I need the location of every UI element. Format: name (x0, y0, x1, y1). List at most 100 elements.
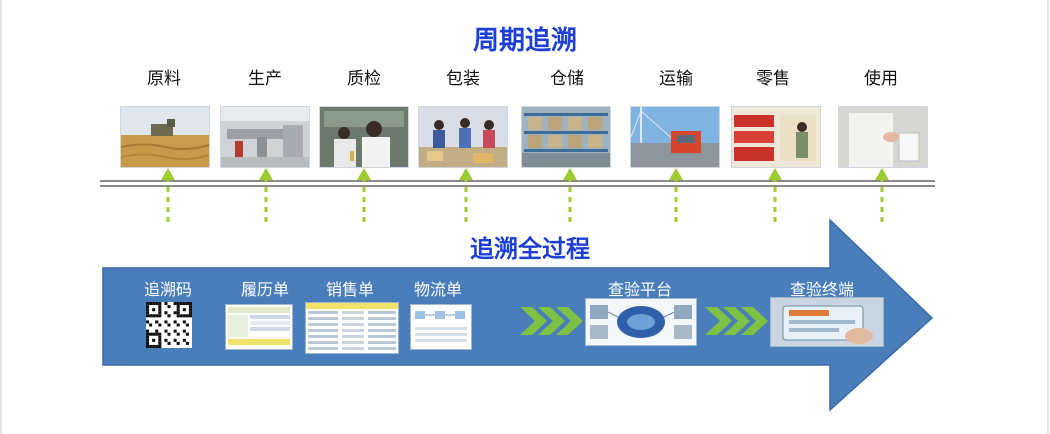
qr-module (182, 302, 186, 306)
chevron-arrows-left (520, 307, 583, 335)
stage-label-inspection: 质检 (347, 69, 381, 89)
truck-bridge-icon (631, 107, 719, 167)
qr-module (149, 332, 153, 336)
qr-module (146, 311, 150, 315)
process-label-logistics-sheet: 物流单 (413, 280, 462, 299)
qr-module (158, 305, 162, 309)
qr-module (152, 308, 156, 312)
qr-module (158, 314, 162, 318)
qr-module (176, 302, 180, 306)
stage-label-retail: 零售 (756, 69, 790, 89)
qr-module (167, 314, 171, 318)
qr-module (146, 302, 150, 306)
factory-line-icon (221, 107, 309, 167)
lab-inspection-icon (320, 107, 408, 167)
qr-module (173, 338, 177, 342)
qr-module (146, 332, 150, 336)
sales-table-graphic (306, 303, 398, 350)
qr-module (185, 332, 189, 336)
qr-module (158, 338, 162, 342)
qr-module (149, 344, 153, 348)
record-sheet-graphic (228, 307, 290, 345)
truck-bridge-photo (630, 106, 720, 168)
qr-module (164, 338, 168, 342)
table-row (308, 347, 338, 350)
qr-module (173, 320, 177, 324)
qr-module (149, 314, 153, 318)
chevron-icon (741, 307, 768, 335)
retail-shelf-icon (732, 107, 820, 167)
process-label-trace-code: 追溯码 (143, 280, 192, 299)
qr-module (146, 341, 150, 345)
qr-module (167, 323, 171, 327)
qr-module (155, 344, 159, 348)
qr-module (149, 323, 153, 327)
qr-module (185, 341, 189, 345)
qr-module (152, 338, 156, 342)
chevron-icon (705, 307, 732, 335)
qr-module (185, 323, 189, 327)
qr-module (176, 308, 180, 312)
process-label-inspection-terminal: 查验终端 (789, 280, 854, 299)
qr-module (155, 329, 159, 333)
wheat-field-photo (120, 106, 210, 168)
table-row (342, 341, 364, 344)
qr-module (146, 335, 150, 339)
qr-module (155, 302, 159, 306)
process-label-record-sheet: 履历单 (240, 280, 289, 299)
qr-module (182, 320, 186, 324)
stage-label-packaging: 包装 (446, 69, 480, 89)
qr-module (146, 344, 150, 348)
qr-module (167, 332, 171, 336)
warehouse-shelves-icon (522, 107, 610, 167)
chevron-arrows-right (705, 307, 768, 335)
stage-label-raw-material: 原料 (147, 69, 181, 89)
table-row (368, 335, 396, 338)
sales-table-thumbnail (305, 302, 399, 354)
chevron-icon (556, 307, 583, 335)
qr-module (146, 338, 150, 342)
factory-line-photo (220, 106, 310, 168)
stage-label-warehousing: 仓储 (550, 69, 584, 89)
inspection-platform-graphic (586, 299, 696, 345)
chevron-icon (723, 307, 750, 335)
qr-code-graphic (146, 302, 192, 348)
table-row (342, 329, 364, 332)
retail-shelf-photo (731, 106, 821, 168)
chevron-icon (538, 307, 565, 335)
qr-module (188, 305, 192, 309)
table-row (368, 347, 396, 350)
consumer-use-icon (839, 107, 927, 167)
stage-label-production: 生产 (248, 69, 282, 89)
arrow-up-icon (259, 168, 273, 180)
qr-module (173, 329, 177, 333)
qr-module (188, 314, 192, 318)
qr-module (158, 323, 162, 327)
arrow-up-icon (563, 168, 577, 180)
record-sheet-thumbnail (225, 304, 293, 350)
process-label-sales-sheet: 销售单 (325, 280, 374, 299)
packaging-workers-icon (419, 107, 507, 167)
process-label-inspection-platform: 查验平台 (607, 280, 672, 299)
table-row (342, 311, 364, 314)
qr-module (158, 311, 162, 315)
table-row (342, 347, 364, 350)
logistics-flow-graphic (415, 311, 467, 342)
qr-module (152, 302, 156, 306)
qr-module (164, 311, 168, 315)
qr-module (164, 320, 168, 324)
qr-module (158, 302, 162, 306)
qr-module (158, 332, 162, 336)
arrow-up-icon (768, 168, 782, 180)
qr-module (155, 332, 159, 336)
qr-module (167, 305, 171, 309)
qr-module (182, 314, 186, 318)
qr-module (176, 314, 180, 318)
qr-module (176, 332, 180, 336)
qr-module (176, 341, 180, 345)
qr-module (146, 308, 150, 312)
arrow-up-icon (875, 168, 889, 180)
table-row (368, 317, 396, 320)
chevron-icon (520, 307, 547, 335)
